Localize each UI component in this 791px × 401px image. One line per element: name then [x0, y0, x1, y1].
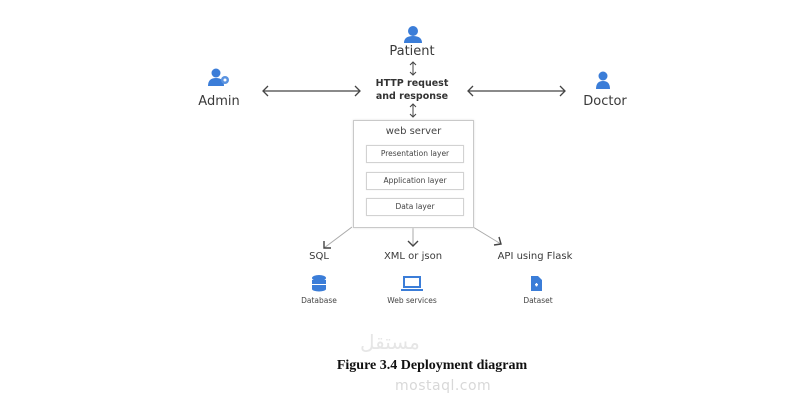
patient-icon	[404, 26, 422, 43]
http-doctor-arrow	[467, 85, 566, 97]
web-services-label: Web services	[387, 296, 437, 305]
watermark-latin: mostaql.com	[395, 378, 492, 394]
patient-label: Patient	[389, 44, 435, 59]
figure-caption: Figure 3.4 Deployment diagram	[336, 358, 528, 373]
admin-http-arrow	[262, 85, 361, 97]
dataset-label: Dataset	[523, 296, 553, 305]
patient-http-arrow	[409, 61, 417, 76]
api-flask-label: API using Flask	[497, 251, 573, 262]
xml-json-label: XML or json	[383, 251, 443, 262]
sql-label: SQL	[309, 251, 329, 262]
http-server-arrow	[409, 103, 417, 118]
http-line-1: HTTP request	[375, 78, 449, 89]
web-server-box: web server Presentation layer Applicatio…	[353, 120, 474, 228]
web-server-title: web server	[385, 126, 442, 137]
database-label: Database	[301, 296, 337, 305]
http-line-2: and response	[375, 91, 449, 102]
data-layer: Data layer	[366, 198, 464, 216]
document-icon	[531, 276, 542, 291]
watermark-arabic: مستقل	[360, 330, 420, 354]
http-label: HTTP request and response	[376, 77, 449, 103]
admin-label: Admin	[198, 94, 240, 109]
sql-arrow	[323, 226, 353, 249]
application-layer: Application layer	[366, 172, 464, 190]
doctor-icon	[596, 71, 610, 89]
api-arrow	[472, 226, 502, 246]
doctor-label: Doctor	[583, 94, 627, 109]
laptop-icon	[401, 276, 423, 291]
database-icon	[312, 275, 326, 292]
xml-arrow	[407, 227, 419, 247]
admin-icon	[208, 68, 229, 86]
presentation-layer: Presentation layer	[366, 145, 464, 163]
